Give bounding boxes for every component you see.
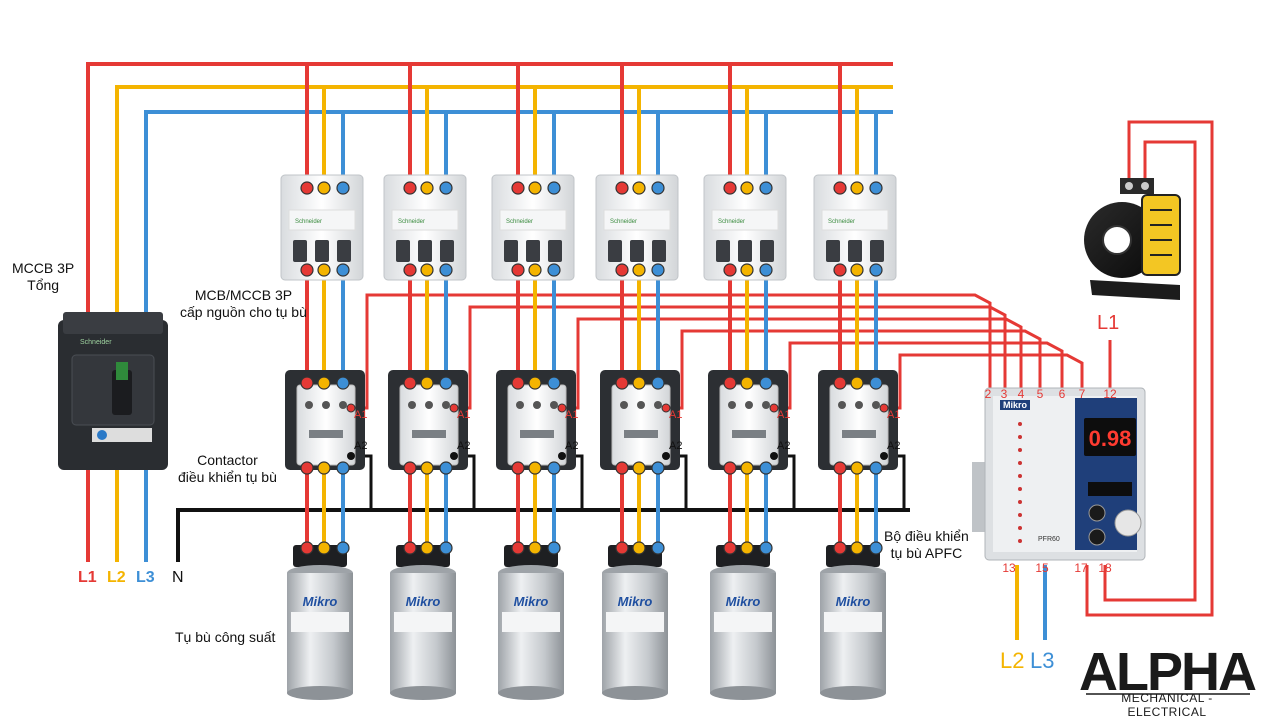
logo-wordmark: ALPHA: [1079, 642, 1256, 702]
mcb-label-line2: cấp nguồn cho tụ bù: [180, 304, 307, 320]
apfc-terminal-7: 7: [1079, 387, 1086, 401]
contactor-3-a2-label: A2: [565, 440, 578, 452]
apfc-controller: [972, 387, 1146, 561]
contactor-label: Contactor điều khiển tụ bù: [178, 452, 277, 486]
capacitor-5: Mikro: [710, 545, 776, 700]
contactor-1-a1-label: A1: [354, 409, 367, 421]
apfc-terminal-15: 15: [1035, 561, 1049, 575]
capacitor-2-brand: Mikro: [406, 594, 441, 609]
control-l2-label: L2: [1000, 648, 1025, 673]
svg-text:Schneider: Schneider: [610, 219, 637, 225]
bus-l2: [115, 85, 893, 562]
apfc-terminal-2: 2: [985, 387, 992, 401]
contactor-1-a2-label: A2: [354, 440, 367, 452]
apfc-model: PFR60: [1038, 536, 1060, 543]
apfc-terminal-13: 13: [1002, 561, 1016, 575]
apfc-brand: Mikro: [1003, 400, 1028, 410]
capacitor-4: Mikro: [602, 545, 668, 700]
svg-text:Schneider: Schneider: [295, 219, 322, 225]
alpha-logo-mark: ALPHA: [1079, 642, 1258, 702]
ct-wire-1: [1085, 120, 1214, 617]
mcb-label: MCB/MCCB 3P cấp nguồn cho tụ bù: [180, 287, 307, 321]
control-l3-label: L3: [1030, 648, 1055, 673]
ct-l1-label: L1: [1097, 312, 1120, 334]
logo-subtitle: MECHANICAL - ELECTRICAL: [1121, 691, 1213, 719]
mcb-3: Schneider: [491, 174, 575, 281]
svg-text:Schneider: Schneider: [506, 219, 533, 225]
svg-text:Schneider: Schneider: [828, 219, 855, 225]
contactor-5-a1-label: A1: [777, 409, 790, 421]
contactor-4-a1-label: A1: [669, 409, 682, 421]
contactor-2-a1-label: A1: [457, 409, 470, 421]
contactor-3-a1-label: A1: [565, 409, 578, 421]
mcb-label-line1: MCB/MCCB 3P: [194, 287, 293, 303]
contactor-6-a1-label: A1: [887, 409, 900, 421]
apfc-terminal-4: 4: [1018, 387, 1025, 401]
contactor-label-line1: Contactor: [197, 452, 258, 468]
mcb-2: Schneider: [383, 174, 467, 281]
mcb-4: Schneider: [595, 174, 679, 281]
apfc-terminal-12: 12: [1103, 387, 1117, 401]
svg-text:Schneider: Schneider: [718, 219, 745, 225]
contactor-5-a2-label: A2: [777, 440, 790, 452]
capacitor-1-brand: Mikro: [303, 594, 338, 609]
mccb-label: MCCB 3P Tổng: [12, 260, 74, 294]
capacitor-2: Mikro: [390, 545, 456, 700]
mccb-label-line1: MCCB 3P: [12, 260, 75, 276]
apfc-terminal-18: 18: [1098, 561, 1112, 575]
contactor-4-a2-label: A2: [669, 440, 682, 452]
capacitor-3: Mikro: [498, 545, 564, 700]
apfc-label: Bộ điều khiển tụ bù APFC: [884, 528, 969, 562]
apfc-display: 0.98: [1089, 426, 1132, 451]
capacitor-4-brand: Mikro: [618, 594, 653, 609]
capacitor-label: Tụ bù công suất: [175, 629, 275, 646]
capacitor-label-text: Tụ bù công suất: [175, 629, 276, 645]
svg-text:Schneider: Schneider: [398, 219, 425, 225]
mcb-group: Schneider Schneider Schneider Schneider Schn…: [280, 174, 897, 281]
apfc-terminal-6: 6: [1059, 387, 1066, 401]
contactor-6-a2-label: A2: [887, 440, 900, 452]
contactor-2-a2-label: A2: [457, 440, 470, 452]
bus-neutral: [176, 508, 910, 562]
phase-l1-label: L1: [78, 569, 97, 586]
capacitor-6-brand: Mikro: [836, 594, 871, 609]
mcb-5: Schneider: [703, 174, 787, 281]
svg-text:Schneider: Schneider: [80, 339, 112, 346]
capacitor-1: Mikro: [287, 545, 353, 700]
capacitor-3-brand: Mikro: [514, 594, 549, 609]
phase-l3-label: L3: [136, 569, 155, 586]
apfc-terminal-3: 3: [1001, 387, 1008, 401]
ct-wire-2: [1103, 140, 1197, 602]
apfc-label-line2: tụ bù APFC: [890, 545, 963, 561]
mcb-1: Schneider: [280, 174, 364, 281]
mcb-6: Schneider: [813, 174, 897, 281]
neutral-label: N: [172, 569, 184, 586]
apfc-terminal-17: 17: [1074, 561, 1088, 575]
capacitor-group: Mikro Mikro Mikro Mikro Mikro Mikro: [287, 545, 886, 700]
terminal-dots: [300, 181, 889, 555]
capacitor-6: Mikro: [820, 545, 886, 700]
capacitor-5-brand: Mikro: [726, 594, 761, 609]
main-mccb: Schneider: [58, 312, 168, 470]
current-transformer: [1084, 178, 1181, 300]
apfc-label-line1: Bộ điều khiển: [884, 528, 969, 544]
contactor-label-line2: điều khiển tụ bù: [178, 469, 277, 485]
mccb-label-line2: Tổng: [27, 277, 60, 293]
phase-l2-label: L2: [107, 569, 126, 586]
apfc-terminal-5: 5: [1037, 387, 1044, 401]
alpha-logo: MECHANICAL - ELECTRICAL: [1082, 640, 1252, 719]
